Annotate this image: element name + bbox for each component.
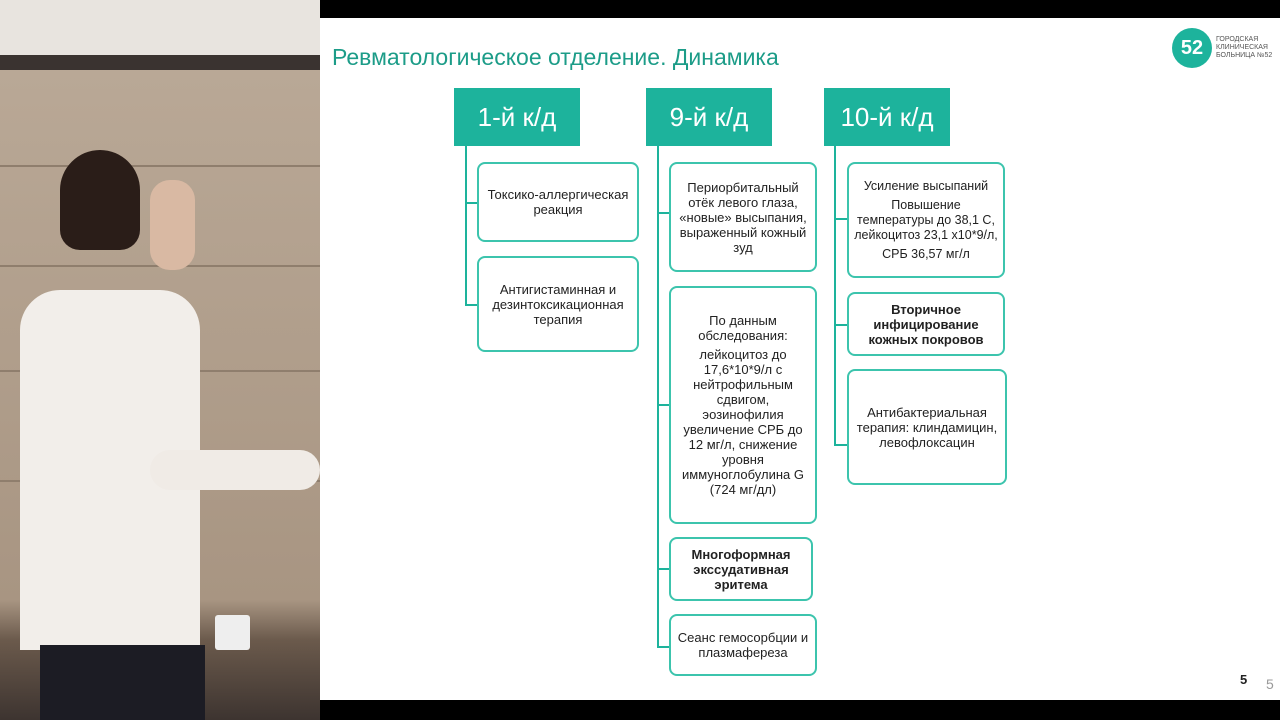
logo-mark: 52 (1172, 28, 1212, 68)
connector (834, 146, 836, 446)
column-header-day9: 9-й к/д (646, 88, 772, 146)
diagram-box: Периорбитальный отёк левого глаза, «новы… (669, 162, 817, 272)
connector (465, 146, 467, 306)
connector (465, 304, 479, 306)
connector (657, 646, 671, 648)
diagram-box: По данным обследования: лейкоцитоз до 17,… (669, 286, 817, 524)
box-text: Повышение температуры до 38,1 С, лейкоци… (854, 197, 998, 242)
box-text: Вторичное инфицирование кожных покровов (868, 301, 984, 347)
column-header-day10: 10-й к/д (824, 88, 950, 146)
hospital-logo: 52 ГОРОДСКАЯ КЛИНИЧЕСКАЯ БОЛЬНИЦА №52 (1172, 28, 1280, 68)
diagram-box: Антибактериальная терапия: клиндамицин, … (847, 369, 1007, 485)
presenter-face (150, 180, 195, 270)
logo-text: ГОРОДСКАЯ КЛИНИЧЕСКАЯ БОЛЬНИЦА №52 (1216, 36, 1273, 59)
top-bar (320, 0, 1280, 18)
box-text: Многоформная экссудативная эритема (691, 546, 791, 592)
box-text: Периорбитальный отёк левого глаза, «новы… (679, 179, 807, 255)
page-number-overlay: 5 (1266, 676, 1274, 692)
connector (834, 218, 848, 220)
box-text: СРБ 36,57 мг/л (882, 246, 970, 261)
slide-title: Ревматологическое отделение. Динамика (332, 44, 779, 70)
connector (657, 146, 659, 648)
presenter-pants (40, 645, 205, 720)
box-text: Антибактериальная терапия: клиндамицин, … (856, 404, 998, 450)
slide: Ревматологическое отделение. Динамика 52… (320, 18, 1280, 700)
wall-panel-line (0, 165, 320, 167)
wall-socket (215, 615, 250, 650)
box-text: лейкоцитоз до 17,6*10*9/л с нейтрофильны… (682, 347, 804, 497)
connector (657, 404, 671, 406)
connector (657, 568, 671, 570)
diagram-box: Антигистаминная и дезинтоксикационная те… (477, 256, 639, 352)
diagram-box: Токсико-аллергическая реакция (477, 162, 639, 242)
connector (657, 212, 671, 214)
diagram-box: Вторичное инфицирование кожных покровов (847, 292, 1005, 356)
presenter-video (0, 0, 320, 720)
connector (465, 202, 479, 204)
presenter-arm (150, 450, 320, 490)
column-header-day1: 1-й к/д (454, 88, 580, 146)
box-text: Токсико-аллергическая реакция (487, 187, 629, 217)
diagram-box: Многоформная экссудативная эритема (669, 537, 813, 601)
diagram-box: Сеанс гемосорбции и плазмафереза (669, 614, 817, 676)
page-number: 5 (1240, 672, 1248, 687)
box-text: По данным обследования: (698, 313, 788, 343)
box-text: Антигистаминная и дезинтоксикационная те… (492, 281, 624, 327)
presenter-head (60, 150, 140, 250)
connector (834, 324, 848, 326)
connector (834, 444, 848, 446)
box-text: Усиление высыпаний (863, 178, 989, 193)
box-text: Сеанс гемосорбции и плазмафереза (677, 630, 809, 660)
